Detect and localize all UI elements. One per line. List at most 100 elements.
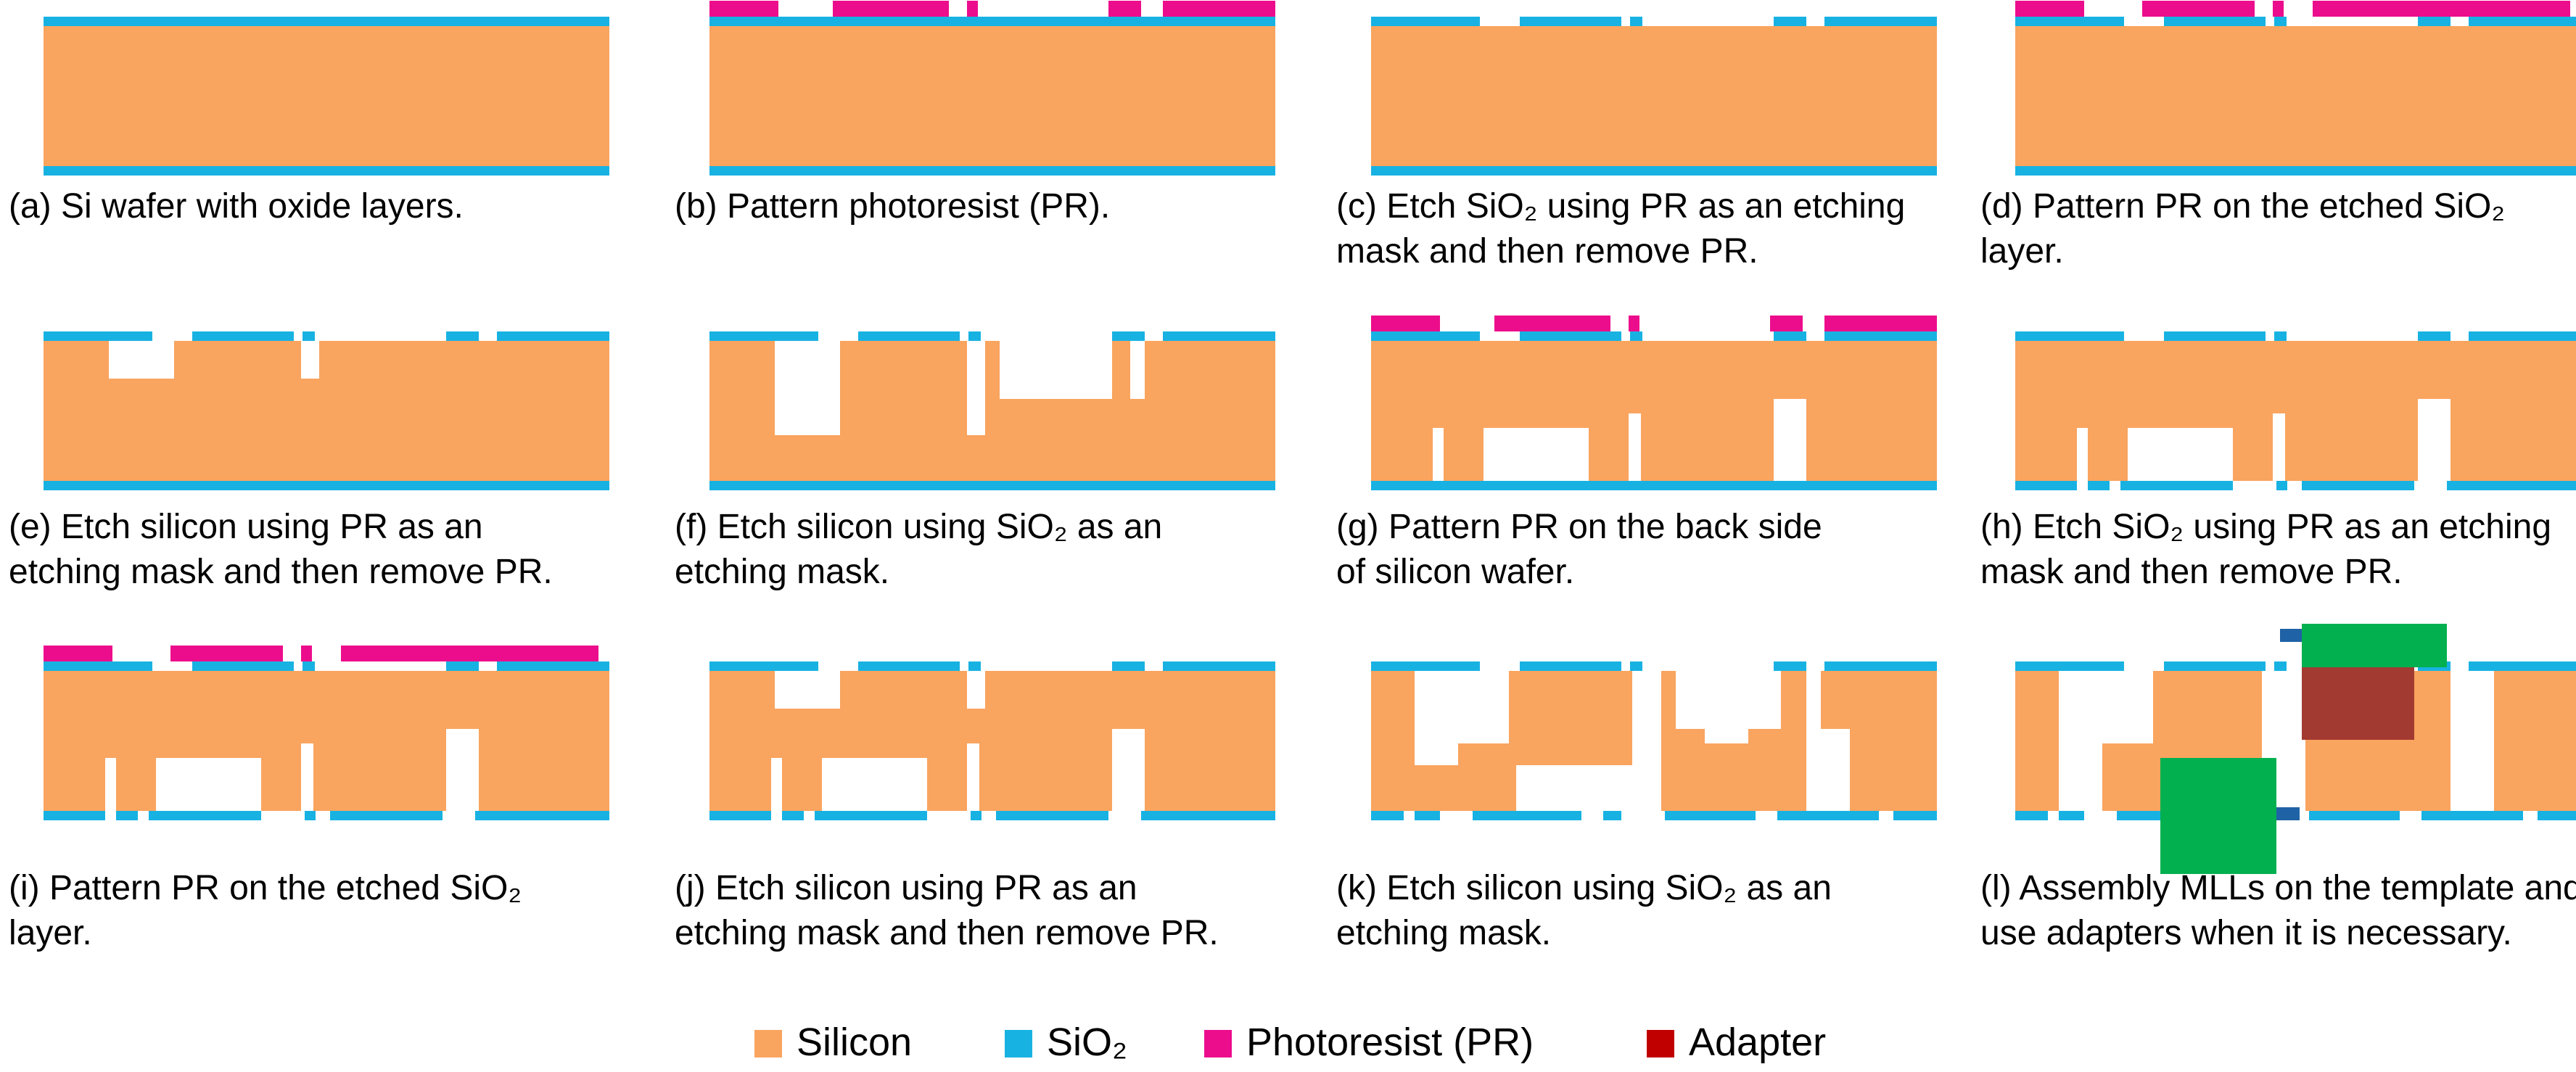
sio2-bottom-segment [330,811,443,820]
sio2-bottom-segment [44,481,609,490]
sio2-top-segment [192,661,294,671]
sio2-top-segment [1371,661,1480,671]
etched-cavity [967,743,979,811]
sio2-top-segment [1163,661,1275,671]
etched-cavity [1484,428,1589,481]
etched-cavity [1705,729,1748,743]
sio2-top-segment [1112,661,1145,671]
etched-cavity [1676,671,1781,729]
sio2-top-segment [1520,661,1621,671]
panel-caption-line: (a) Si wafer with oxide layers. [9,187,464,226]
etched-cavity [1415,671,1458,765]
sio2-top-segment [1630,17,1642,26]
sio2-top-segment [858,331,960,341]
etched-cavity [1632,671,1661,811]
sio2-bottom-segment [815,811,927,820]
panel-caption-line: (b) Pattern photoresist (PR). [675,187,1110,226]
sio2-top-segment [2274,661,2287,671]
sio2-top-segment [2469,331,2576,341]
panel-caption-line: (h) Etch SiO₂ using PR as an etching [1980,508,2551,546]
sio2-top-segment [192,331,294,341]
etched-cavity [301,743,313,811]
panel-l: (l) Assembly MLLs on the template anduse… [1980,624,2576,952]
sio2-top-segment [2418,17,2451,26]
panel-c: (c) Etch SiO₂ using PR as an etching mask… [1336,17,1937,271]
sio2-top-segment [2164,17,2266,26]
panel-caption-line: (c) Etch SiO₂ using PR as an etching [1336,187,1905,226]
etched-cavity [1806,671,1821,811]
panel-caption-line: mask and then remove PR. [1336,232,1758,271]
sio2-bottom-segment [44,811,105,820]
legend-swatch [1005,1030,1032,1057]
etched-cavity [105,758,116,811]
sio2-top-segment [1774,661,1806,671]
etched-cavity [1000,341,1112,399]
sio2-bottom-segment [1777,811,1879,820]
sio2-bottom-segment [1415,811,1440,820]
etched-cavity [822,758,927,811]
photoresist-segment [1494,316,1610,331]
sio2-top-segment [709,661,818,671]
panel-caption-line: of silicon wafer. [1336,553,1574,591]
etched-cavity [1112,729,1145,811]
sio2-top-segment [1371,331,1480,341]
etched-cavity [1433,428,1444,481]
sio2-top-segment [1520,17,1621,26]
sio2-bottom-segment [996,811,1108,820]
etched-cavity [2273,413,2285,481]
etched-cavity [2451,671,2494,811]
panel-caption-line: (k) Etch silicon using SiO₂ as an [1336,869,1832,907]
panel-caption-line: (d) Pattern PR on the etched SiO₂ [1980,187,2505,226]
panel-caption-line: (i) Pattern PR on the etched SiO₂ [9,869,522,907]
sio2-bottom-segment [1603,811,1621,820]
legend-label: Photoresist (PR) [1246,1021,1534,1064]
panel-caption-line: etching mask. [675,553,889,591]
photoresist-segment [2142,1,2255,17]
sio2-bottom-segment [2302,481,2414,490]
sio2-top-segment [709,17,1275,26]
sio2-bottom-segment [2447,481,2576,490]
sio2-top-segment [1630,661,1642,671]
photoresist-segment [1371,316,1440,331]
legend-label: Adapter [1689,1021,1826,1064]
sio2-bottom-segment [149,811,261,820]
etched-cavity [1774,399,1806,481]
legend-label: Silicon [797,1021,912,1064]
panel-b: (b) Pattern photoresist (PR). [675,1,1275,226]
sio2-top-segment [497,331,609,341]
sio2-top-segment [44,661,152,671]
sio2-bottom-segment [782,811,804,820]
sio2-top-segment [968,661,981,671]
panel-k: (k) Etch silicon using SiO₂ as anetching… [1336,661,1937,952]
sio2-top-segment [1824,331,1937,341]
silicon-body [44,26,609,166]
etched-cavity [109,341,174,379]
sio2-top-segment [709,331,818,341]
sio2-top-segment [2164,661,2266,671]
silicon-body [1371,341,1937,481]
sio2-top-segment [2015,17,2124,26]
sio2-bottom-segment [2015,481,2077,490]
sio2-bottom-segment [2421,811,2523,820]
silicon-body [2015,26,2576,166]
panel-caption-line: (f) Etch silicon using SiO₂ as an [675,508,1162,546]
mll-top [2302,624,2447,667]
photoresist-segment [1770,316,1803,331]
etched-cavity [2418,399,2451,481]
etched-cavity [301,341,319,379]
etched-cavity [1458,671,1509,743]
legend-item: SiO₂ [1005,1021,1127,1064]
etched-cavity [2059,671,2102,811]
sio2-top-segment [303,331,315,341]
etched-cavity [2077,428,2088,481]
sio2-bottom-segment [2120,481,2233,490]
panel-caption-line: (e) Etch silicon using PR as an [9,508,483,546]
sio2-top-segment [303,661,315,671]
mll-bottom [2160,758,2276,874]
sio2-bottom-segment [1141,811,1275,820]
mll-top-connector [2280,629,2302,642]
